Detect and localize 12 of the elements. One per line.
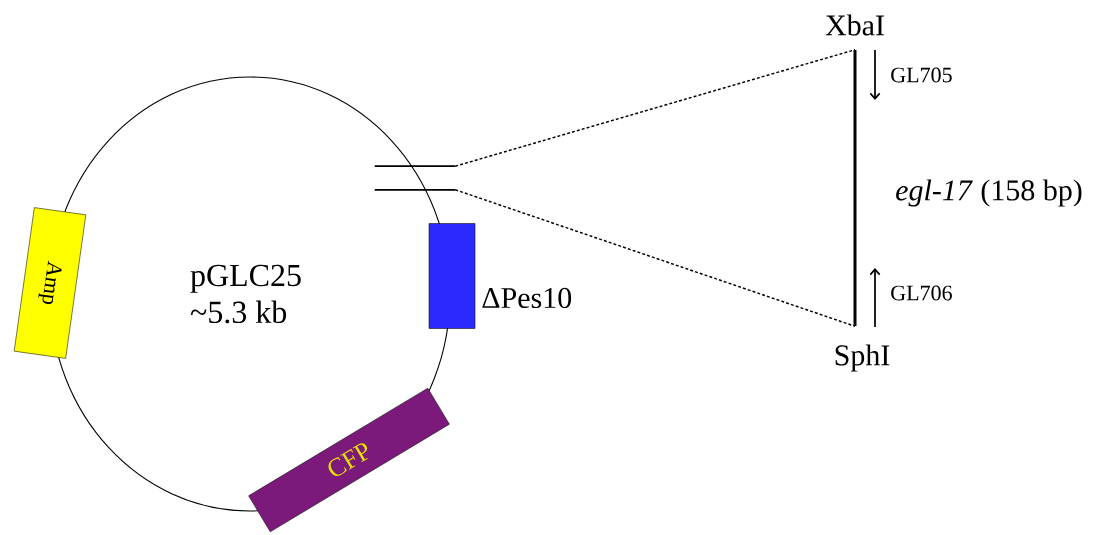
insert-line	[853, 50, 857, 326]
node-caption: XbaI	[825, 14, 884, 36]
primer-label: GL706	[891, 285, 952, 301]
node-caption: SphI	[835, 344, 890, 372]
node-caption: egl-17 (158 bp)	[896, 179, 1082, 207]
dotted-line	[454, 49, 856, 167]
gene-box	[428, 223, 476, 329]
gene-box: Amp	[13, 207, 87, 359]
dotted-line	[454, 189, 856, 327]
gene-box: CFP	[248, 387, 450, 533]
node-caption: ΔPes10	[482, 287, 572, 309]
primer-label: GL705	[891, 67, 952, 83]
